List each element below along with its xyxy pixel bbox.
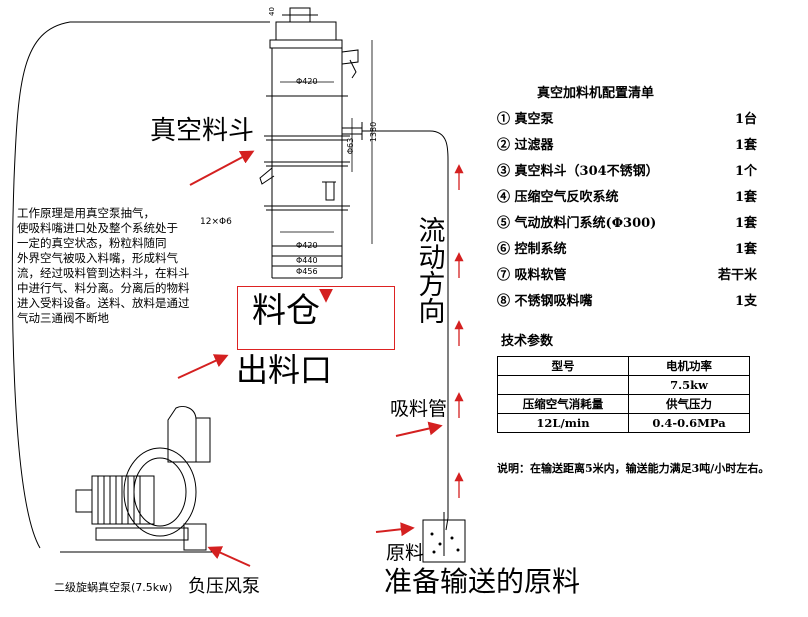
dim-d456: Φ456: [296, 267, 318, 276]
principle-line: 工作原理是用真空泵抽气，: [17, 206, 155, 220]
dim-1380: 1380: [369, 121, 379, 143]
label-blower: 负压风泵: [188, 576, 260, 597]
config-item-number: ②: [497, 138, 511, 153]
dim-d63: Φ63: [346, 137, 356, 155]
dim-d420-bottom: Φ420: [296, 241, 318, 250]
vacuum-line: [11, 21, 270, 549]
dim-d440: Φ440: [296, 256, 318, 265]
table-cell: 压缩空气消耗量: [497, 394, 629, 414]
principle-line: 中进行气、料分离。分离后的物料: [17, 281, 190, 295]
config-item-number: ⑤: [497, 216, 511, 231]
label-raw-material: 原料: [386, 542, 425, 564]
pointer-arrows: [177, 150, 443, 567]
config-item-qty: 1支: [734, 294, 757, 309]
bin-frame: [237, 286, 395, 350]
config-item-qty: 1套: [734, 216, 757, 231]
label-hopper: 真空料斗: [150, 116, 255, 146]
config-item: ⑥ 控制系统 1套: [497, 238, 757, 260]
config-item: ③ 真空料斗（304不锈钢） 1个: [497, 160, 757, 182]
config-item: ⑧ 不锈钢吸料嘴 1支: [497, 290, 757, 312]
config-title: 真空加料机配置清单: [537, 86, 655, 101]
config-item-name: 吸料软管: [514, 268, 567, 283]
principle-line: 外界空气被吸入料嘴，形成料气: [17, 251, 178, 265]
config-item: ⑤ 气动放料门系统(Φ300) 1套: [497, 212, 757, 234]
config-item-number: ⑦: [497, 268, 511, 283]
label-bin: 料仓: [252, 291, 320, 331]
config-item-qty: 1台: [734, 112, 757, 127]
table-cell: 电机功率: [628, 356, 750, 376]
config-item-qty: 1套: [734, 242, 757, 257]
raw-material-container: [422, 512, 466, 563]
table-cell: [497, 375, 629, 395]
principle-line: 使吸料嘴进口处及整个系统处于: [17, 221, 178, 235]
tech-title: 技术参数: [501, 334, 554, 349]
dim-bolt-holes: 12×Φ6: [200, 217, 232, 227]
label-flow-direction: 流动方向: [413, 216, 445, 330]
dim-top-mark: 40: [267, 7, 276, 16]
principle-line: 气动三通阀不断地: [17, 311, 109, 325]
principle-line: 一定的真空状态，粉粒料随同: [17, 236, 167, 250]
config-item-number: ④: [497, 190, 511, 205]
config-item-name: 控制系统: [514, 242, 567, 257]
config-item-name: 气动放料门系统(Φ300): [514, 216, 657, 231]
table-cell: 12L/min: [497, 413, 629, 433]
config-item-number: ⑧: [497, 294, 511, 309]
flow-direction-text: 流动方向: [413, 216, 445, 324]
config-item-name: 真空料斗（304不锈钢）: [514, 164, 659, 179]
table-row: 7.5kw: [497, 375, 750, 395]
label-pump-name: 二级旋蜗真空泵(7.5kw): [54, 581, 173, 594]
table-row: 型号 电机功率: [497, 356, 750, 376]
hopper-drawing: [259, 7, 373, 279]
spec-table: 型号 电机功率 7.5kw 压缩空气消耗量 供气压力 12L/min 0.4-0…: [497, 356, 750, 433]
config-item-number: ①: [497, 112, 511, 127]
config-item: ⑦ 吸料软管 若干米: [497, 264, 757, 286]
config-item-name: 不锈钢吸料嘴: [514, 294, 593, 309]
conveying-pipe: [362, 130, 449, 531]
table-cell: 型号: [497, 356, 629, 376]
table-cell: 供气压力: [628, 394, 750, 414]
config-item-qty: 1个: [734, 164, 757, 179]
vacuum-pump-drawing: [60, 406, 212, 553]
label-suction-pipe: 吸料管: [390, 398, 448, 420]
config-item-qty: 1套: [734, 190, 757, 205]
config-item-name: 真空泵: [514, 112, 554, 127]
config-item-number: ③: [497, 164, 511, 179]
config-item: ② 过滤器 1套: [497, 134, 757, 156]
config-item-qty: 若干米: [717, 268, 757, 283]
table-cell: 7.5kw: [628, 375, 750, 395]
working-principle: 工作原理是用真空泵抽气， 使吸料嘴进口处及整个系统处于 一定的真空状态，粉粒料随…: [17, 206, 229, 326]
config-item-number: ⑥: [497, 242, 511, 257]
principle-line: 流，经过吸料管到达料斗，在料斗: [17, 266, 190, 280]
table-cell: 0.4-0.6MPa: [628, 413, 750, 433]
config-item: ① 真空泵 1台: [497, 108, 757, 130]
table-row: 12L/min 0.4-0.6MPa: [497, 413, 750, 433]
label-prepared-material: 准备输送的原料: [384, 565, 581, 598]
principle-line: 进入受料设备。送料、放料是通过: [17, 296, 190, 310]
table-row: 压缩空气消耗量 供气压力: [497, 394, 750, 414]
config-item-name: 压缩空气反吹系统: [514, 190, 619, 205]
config-item-name: 过滤器: [514, 138, 554, 153]
spec-note: 说明：在输送距离5米内，输送能力满足3吨/小时左右。: [497, 462, 770, 475]
config-item-qty: 1套: [734, 138, 757, 153]
label-outlet: 出料口: [236, 351, 333, 389]
config-item: ④ 压缩空气反吹系统 1套: [497, 186, 757, 208]
dim-d420-top: Φ420: [296, 77, 318, 86]
